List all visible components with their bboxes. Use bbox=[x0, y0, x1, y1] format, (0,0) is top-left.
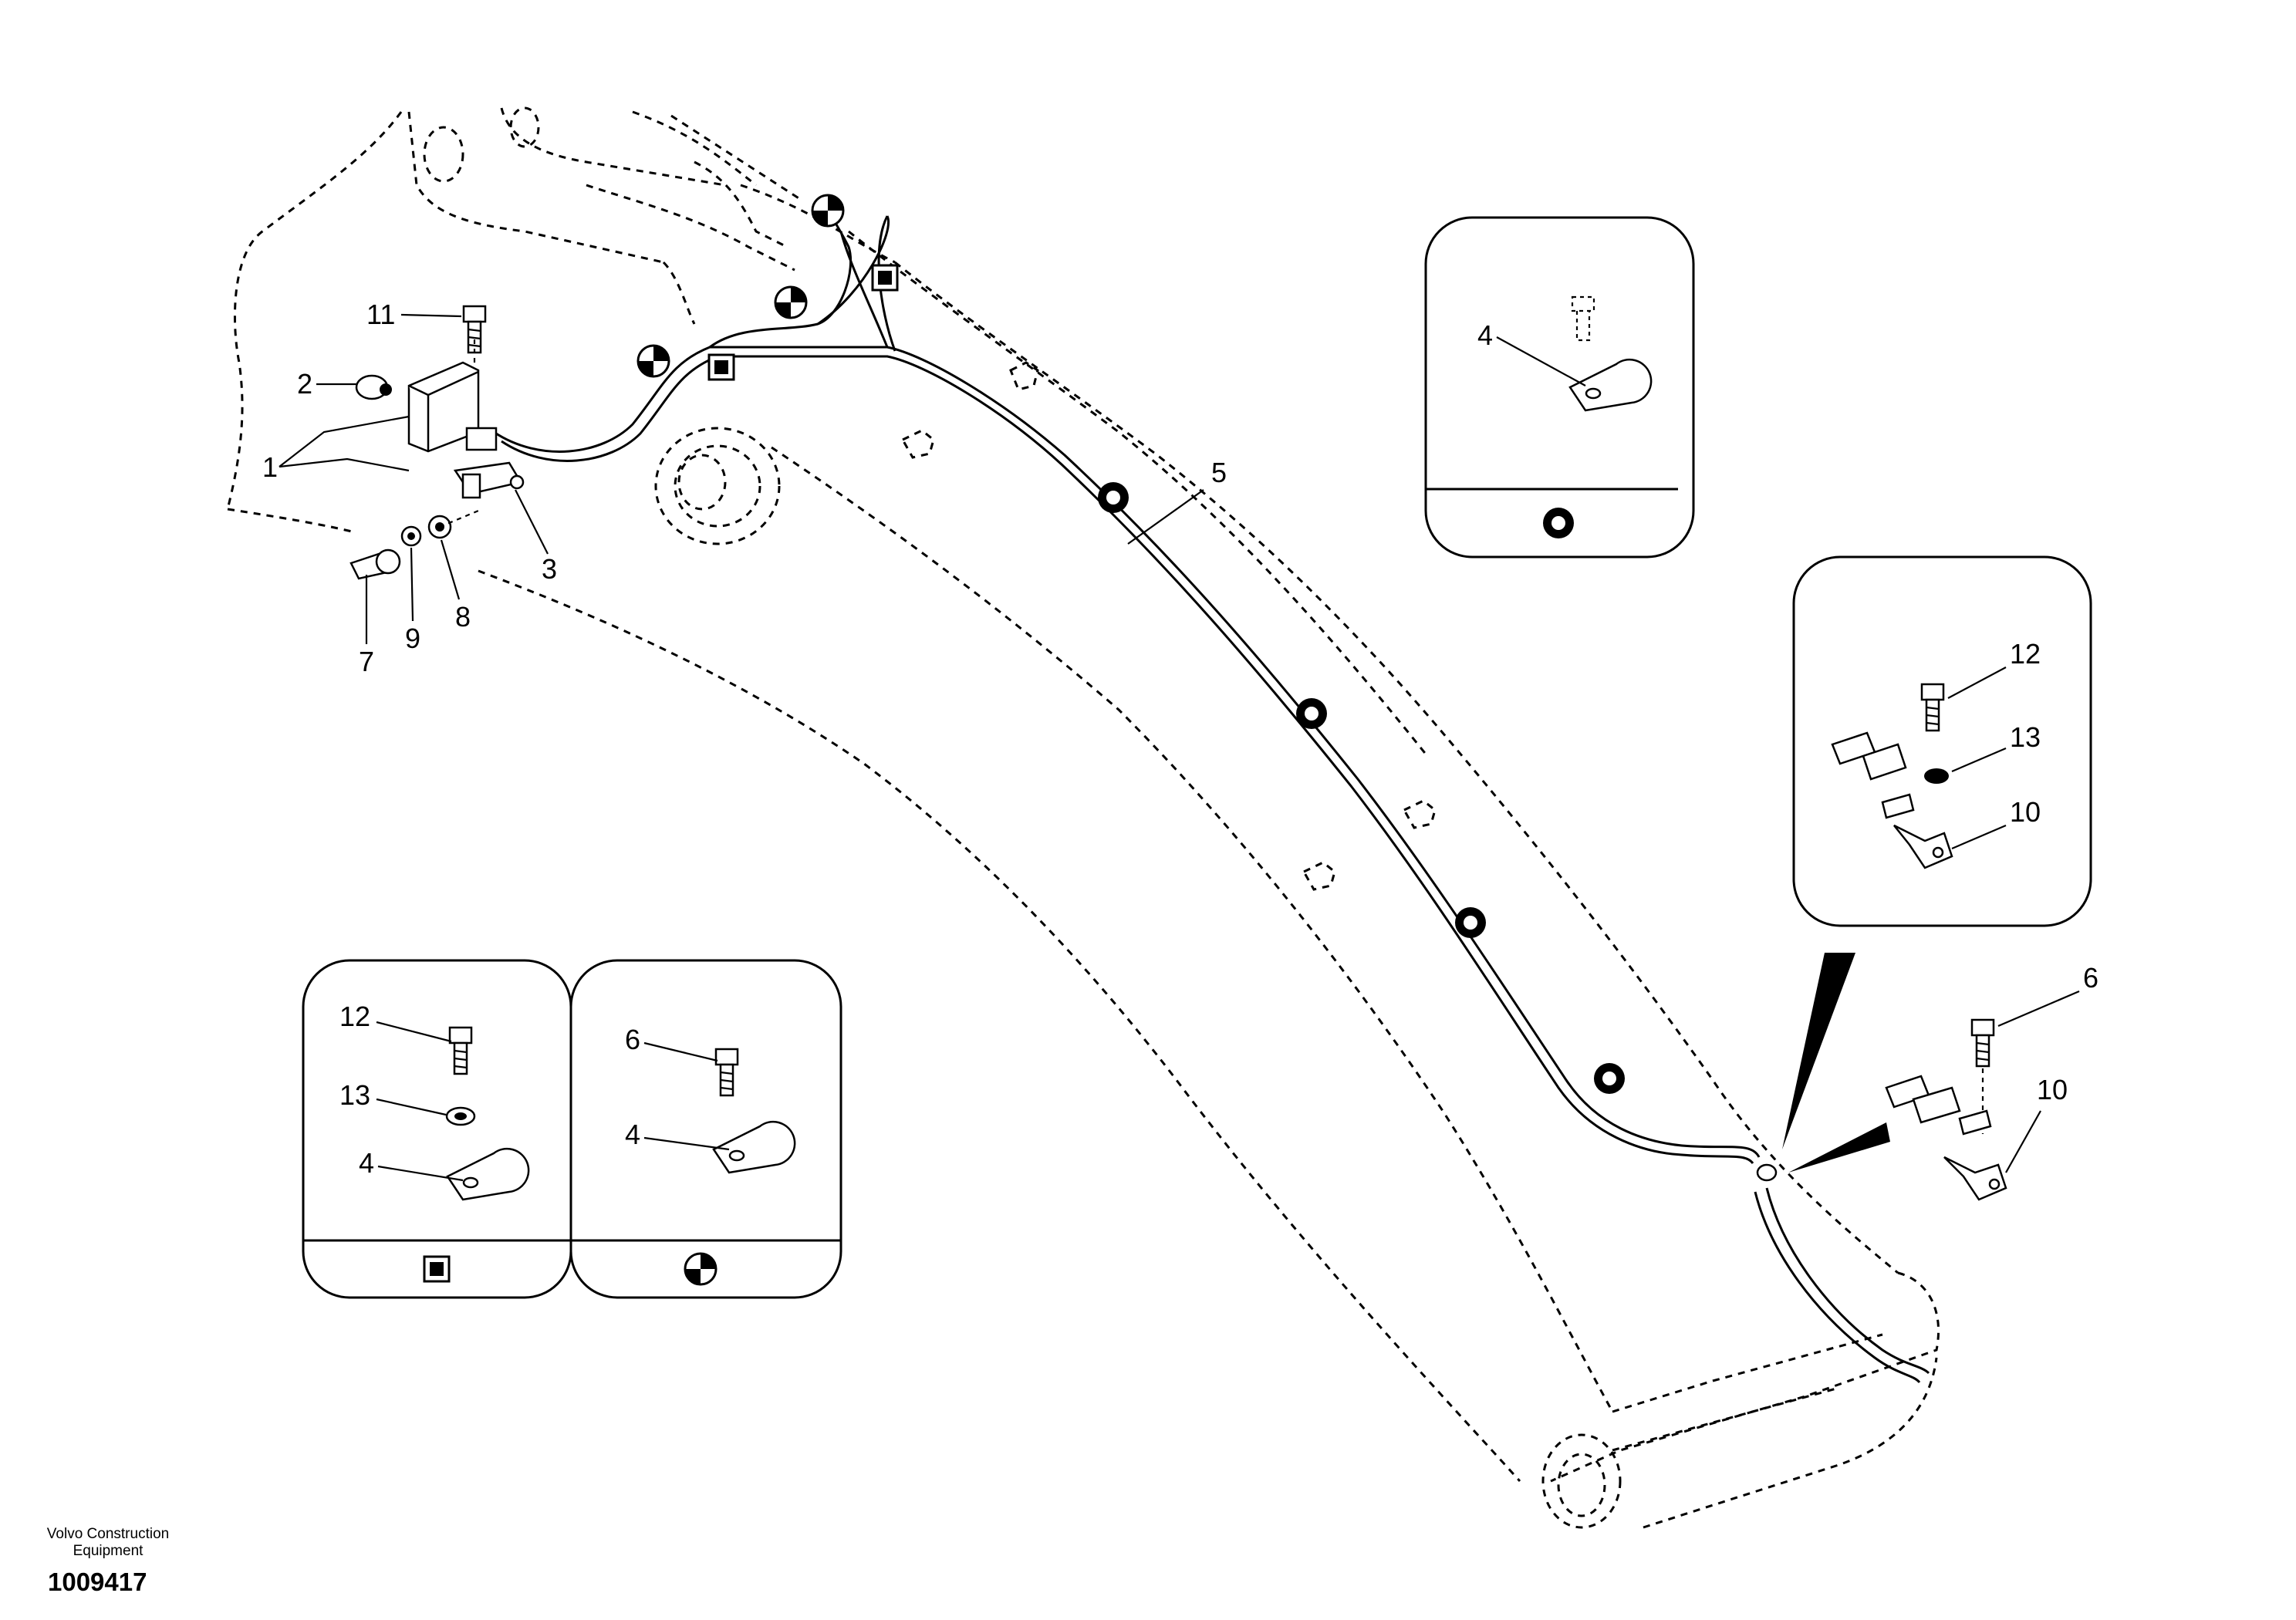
label-1: 1 bbox=[262, 451, 278, 483]
callout-pointer bbox=[1788, 1122, 1890, 1173]
ring-marker-icon bbox=[1296, 698, 1327, 729]
brand-caption: Volvo Construction Equipment bbox=[31, 1526, 185, 1560]
boom-outline bbox=[226, 106, 1940, 1529]
lamp-assembly bbox=[349, 305, 525, 580]
label-10: 10 bbox=[2037, 1074, 2068, 1105]
inset-ring-clip: 4 bbox=[1424, 216, 1695, 559]
ring-marker-icon bbox=[1594, 1063, 1625, 1094]
square-marker-icon bbox=[423, 1255, 451, 1283]
label-6: 6 bbox=[2083, 962, 2098, 994]
checker-marker-icon bbox=[774, 285, 808, 319]
inset-square-clip: 12 13 4 bbox=[302, 959, 572, 1299]
inset-label-4: 4 bbox=[1477, 319, 1493, 351]
label-11: 11 bbox=[366, 299, 395, 330]
label-5: 5 bbox=[1211, 457, 1227, 488]
square-marker-icon bbox=[871, 264, 899, 292]
inset-label-12: 12 bbox=[339, 1001, 370, 1032]
ring-marker-icon bbox=[1455, 907, 1486, 938]
brand-line-2: Equipment bbox=[73, 1543, 144, 1559]
inset-label-6: 6 bbox=[625, 1024, 640, 1055]
inset-label-12: 12 bbox=[2010, 638, 2041, 670]
inset-label-4: 4 bbox=[359, 1147, 374, 1179]
ring-marker-icon bbox=[1543, 508, 1574, 538]
inset-label-13: 13 bbox=[2010, 721, 2041, 753]
label-8: 8 bbox=[455, 601, 471, 633]
square-marker-icon bbox=[707, 353, 735, 381]
ring-marker-icon bbox=[1098, 482, 1129, 513]
label-2: 2 bbox=[297, 368, 312, 400]
callout-pointer bbox=[1782, 953, 1855, 1149]
inset-label-10: 10 bbox=[2010, 796, 2041, 828]
checker-marker-icon bbox=[811, 194, 845, 228]
callouts: 1 2 11 3 7 9 8 5 bbox=[262, 299, 1227, 677]
label-7: 7 bbox=[359, 646, 374, 677]
drawing-number: 1009417 bbox=[48, 1568, 147, 1596]
inset-label-4: 4 bbox=[625, 1119, 640, 1150]
inset-connector: 12 13 10 bbox=[1782, 555, 2092, 1149]
label-9: 9 bbox=[405, 623, 420, 654]
checker-marker-icon bbox=[684, 1252, 718, 1286]
brand-line-1: Volvo Construction bbox=[46, 1526, 170, 1542]
checker-marker-icon bbox=[636, 344, 670, 378]
inset-checker-clip: 6 4 bbox=[569, 959, 842, 1299]
inset-label-13: 13 bbox=[339, 1079, 370, 1111]
label-3: 3 bbox=[542, 553, 557, 585]
detail-connector-right: 6 10 bbox=[1788, 962, 2098, 1201]
